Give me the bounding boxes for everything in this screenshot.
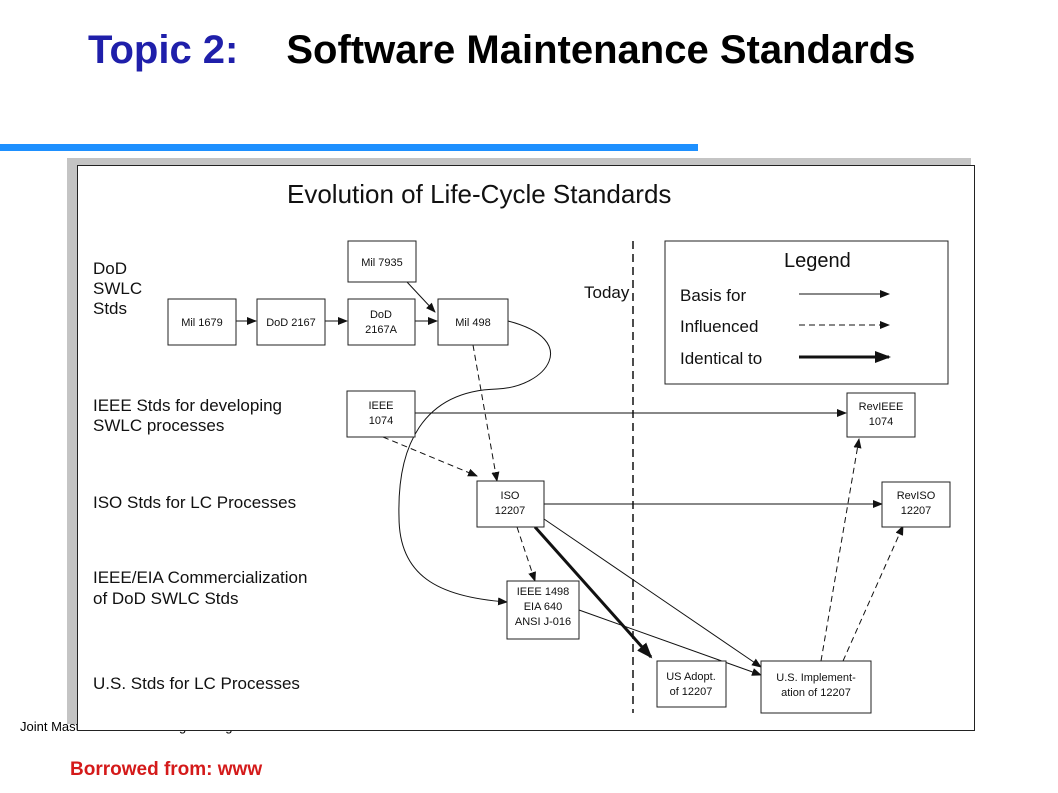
box-dod2167a [347,298,416,346]
box-reviso [881,481,951,528]
row-label-dod-3: Stds [93,299,127,318]
arrow-mil7935-mil498 [406,281,436,313]
box-revieee [846,392,916,438]
today-label: Today [584,283,630,302]
slide-title-main: Software Maintenance Standards [286,28,916,72]
arrow-ieee1498-usimpl [578,609,762,676]
box-usimpl-label-2: ation of 12207 [781,687,851,699]
box-iso12207 [476,480,545,528]
box-mil7935 [347,240,417,283]
box-mil498-label: Mil 498 [455,317,490,329]
arrow-usimpl-revieee [820,438,862,662]
box-iso12207-label-1: ISO [501,490,520,502]
box-mil1679 [167,298,237,346]
box-usimpl-label-1: U.S. Implement- [776,672,856,684]
box-reviso-label-2: 12207 [901,505,932,517]
box-ieee1498 [506,580,580,640]
box-dod2167 [256,298,326,346]
box-revieee-label-2: 1074 [869,416,893,428]
row-label-ieee-2: SWLC processes [93,416,224,435]
box-usadopt [656,660,727,708]
box-ieee1498-label-3: ANSI J-016 [515,616,571,628]
box-ieee1074 [346,390,416,438]
slide-title: Topic 2: Software Maintenance Standards [88,24,988,76]
box-revieee-label-1: RevIEEE [859,401,904,413]
box-usadopt-label-2: of 12207 [670,686,713,698]
slide-title-topic: Topic 2: [88,28,239,72]
life-cycle-diagram: Evolution of Life-Cycle Standards DoD SW… [77,165,975,731]
arrow-mil498-iso [472,344,500,482]
arrow-iso-usadopt [533,526,653,659]
box-ieee1074-label-1: IEEE [368,400,393,412]
box-mil1679-label: Mil 1679 [181,317,223,329]
box-iso12207-label-2: 12207 [495,505,526,517]
arrow-ieee1074-iso [382,436,478,477]
arrow-usimpl-reviso [842,525,904,662]
box-mil7935-label: Mil 7935 [361,257,403,269]
box-usadopt-label-1: US Adopt. [666,671,716,683]
box-ieee1074-label-2: 1074 [369,415,393,427]
box-dod2167a-label-1: DoD [370,309,392,321]
arrow-iso-usimpl [543,518,762,668]
row-label-dod-1: DoD [93,259,127,278]
box-dod2167a-label-2: 2167A [365,324,397,336]
legend-box [664,240,949,385]
arrow-mil498-ieee1498 [398,320,551,606]
row-label-iso: ISO Stds for LC Processes [93,493,296,512]
box-ieee1498-label-2: EIA 640 [524,601,563,613]
legend-title: Legend [784,250,851,272]
diagram-title: Evolution of Life-Cycle Standards [287,179,671,209]
box-mil498 [437,298,509,346]
legend-influenced-label: Influenced [680,317,758,336]
row-label-dod-2: SWLC [93,279,142,298]
row-label-ieee-1: IEEE Stds for developing [93,396,282,415]
legend-basis-label: Basis for [680,286,746,305]
box-dod2167-label: DoD 2167 [266,317,316,329]
row-label-eia-1: IEEE/EIA Commercialization [93,568,307,587]
legend-identical-label: Identical to [680,349,762,368]
title-underline [0,144,698,151]
box-ieee1498-label-1: IEEE 1498 [517,586,570,598]
box-reviso-label-1: RevISO [897,490,936,502]
row-label-eia-2: of DoD SWLC Stds [93,589,239,608]
box-usimpl [760,660,872,714]
row-label-us: U.S. Stds for LC Processes [93,674,300,693]
footer-credit: Borrowed from: www [70,759,263,780]
